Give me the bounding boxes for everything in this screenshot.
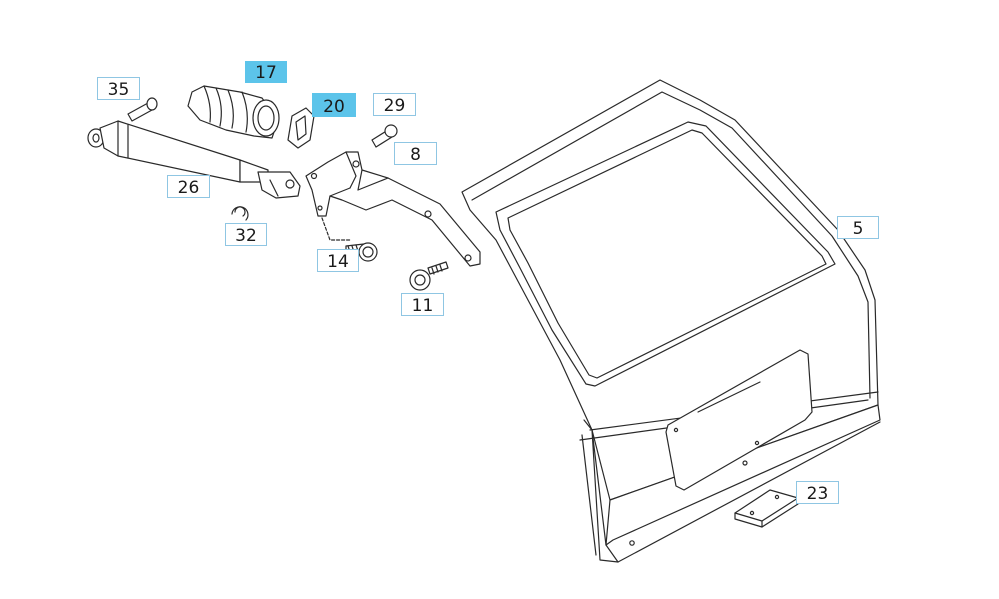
callout-20[interactable]: 20 — [312, 93, 356, 117]
gas-strut-part-26[interactable] — [87, 120, 301, 199]
bolt-part-11[interactable] — [409, 261, 449, 291]
bolt-part-29[interactable] — [371, 124, 398, 148]
callout-26[interactable]: 26 — [167, 175, 210, 198]
callout-35[interactable]: 35 — [97, 77, 140, 100]
callout-23[interactable]: 23 — [796, 481, 839, 504]
tailgate-part-5[interactable] — [461, 79, 881, 563]
hinge-part-8[interactable] — [305, 151, 481, 267]
callout-11[interactable]: 11 — [401, 293, 444, 316]
callout-32[interactable]: 32 — [225, 223, 267, 246]
bolt-part-35[interactable] — [127, 97, 158, 122]
callout-8[interactable]: 8 — [394, 142, 437, 165]
plate-part-23[interactable] — [734, 489, 799, 528]
rubber-boot-part-17[interactable] — [187, 85, 280, 139]
retainer-part-20[interactable] — [287, 107, 315, 149]
callout-14[interactable]: 14 — [317, 249, 359, 272]
callout-17[interactable]: 17 — [245, 61, 287, 83]
callout-5[interactable]: 5 — [837, 216, 879, 239]
circlip-part-32[interactable] — [231, 206, 249, 221]
callout-29[interactable]: 29 — [373, 93, 416, 116]
